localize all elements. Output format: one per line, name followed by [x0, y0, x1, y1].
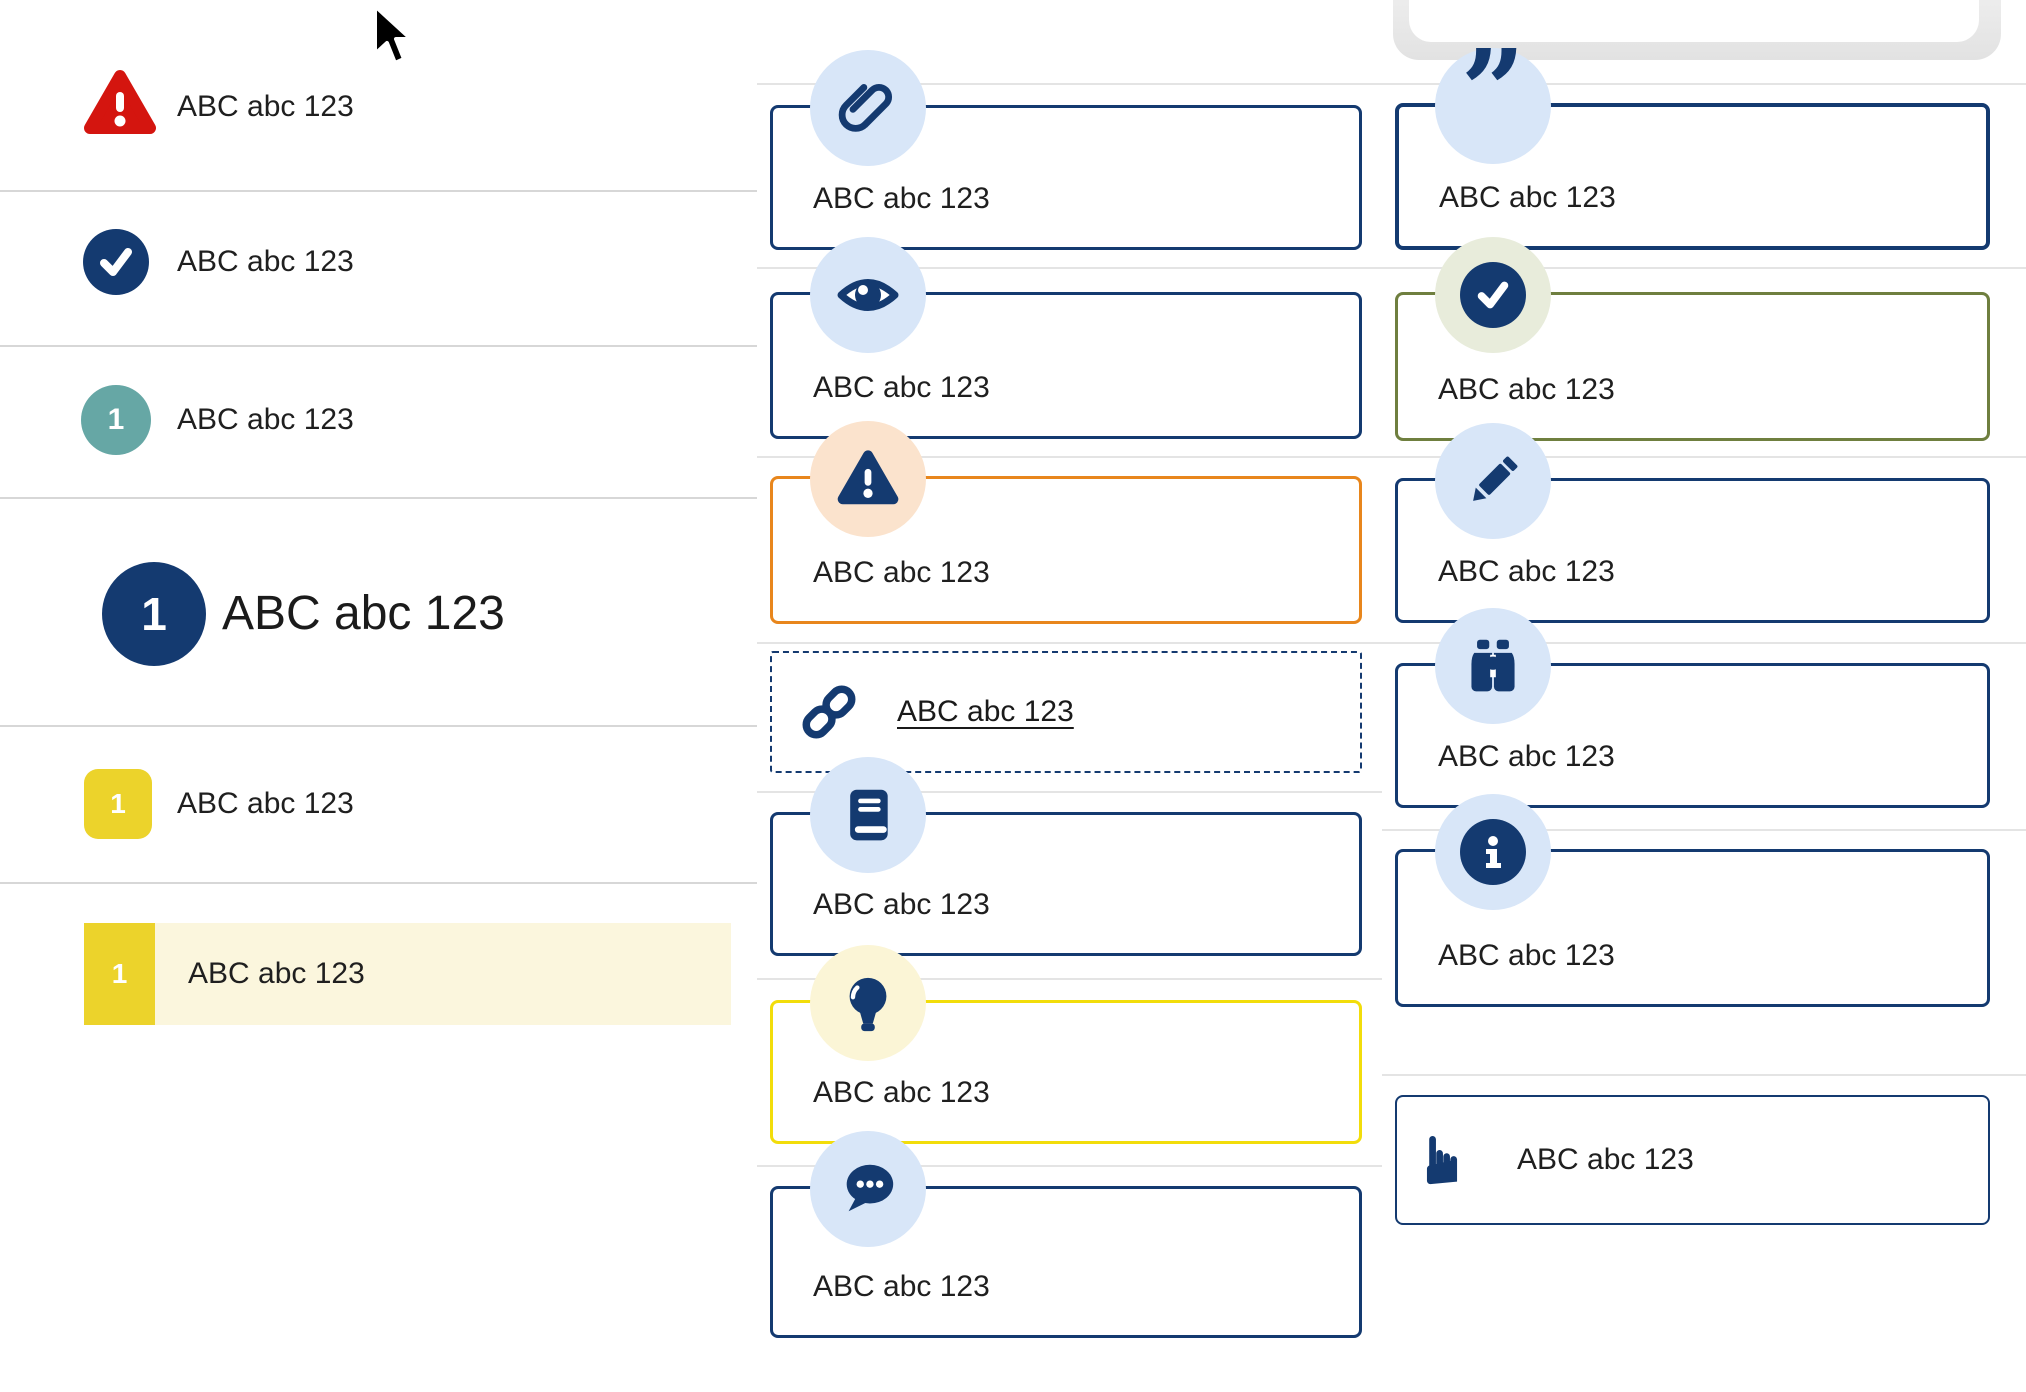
- divider: [757, 267, 2026, 269]
- badge-number: 1: [141, 588, 167, 640]
- divider: [1382, 1074, 2026, 1076]
- yellow-number-badge: 1: [84, 769, 152, 839]
- divider: [757, 978, 1382, 980]
- divider: [757, 791, 1382, 793]
- link-callout[interactable]: ABC abc 123: [770, 651, 1362, 773]
- quote-glyph: ”: [1460, 26, 1526, 157]
- divider: [1382, 829, 2026, 831]
- action-callout: ☛ ABC abc 123: [1395, 1095, 1990, 1225]
- badge-number: 1: [107, 403, 125, 436]
- cursor-pointer-icon: [373, 4, 413, 65]
- callout-label: ABC abc 123: [813, 182, 990, 215]
- callout-label: ABC abc 123: [1517, 1143, 1694, 1176]
- info-icon: [1435, 794, 1551, 910]
- chat-icon: [810, 1131, 926, 1247]
- paperclip-icon: [810, 50, 926, 166]
- warning-triangle-icon: [84, 70, 156, 134]
- list-item-label: ABC abc 123: [177, 90, 354, 123]
- divider: [0, 497, 757, 499]
- callout-label: ABC abc 123: [813, 1270, 990, 1303]
- warning-triangle-icon: [810, 421, 926, 537]
- check-circle-icon: [83, 229, 149, 295]
- binoculars-icon: [1435, 608, 1551, 724]
- divider: [0, 882, 757, 884]
- divider: [0, 345, 757, 347]
- check-circle-icon: [1435, 237, 1551, 353]
- highlighted-list-item: 1 ABC abc 123: [84, 923, 731, 1025]
- eye-icon: [810, 237, 926, 353]
- pencil-icon: [1435, 423, 1551, 539]
- list-item-label: ABC abc 123: [177, 787, 354, 820]
- callout-label: ABC abc 123: [1439, 181, 1616, 214]
- navy-number-badge-large: 1: [102, 562, 206, 666]
- callout-label: ABC abc 123: [813, 371, 990, 404]
- warning-callout: ABC abc 123: [770, 476, 1362, 624]
- callout-label: ABC abc 123: [813, 556, 990, 589]
- divider: [757, 642, 2026, 644]
- callout-label: ABC abc 123: [813, 1076, 990, 1109]
- callout-label: ABC abc 123: [1438, 555, 1615, 588]
- partial-scrolled-card-inner: [1409, 0, 1979, 42]
- list-item-label: ABC abc 123: [222, 587, 505, 640]
- divider: [757, 1165, 1382, 1167]
- divider: [757, 83, 2026, 85]
- callout-label: ABC abc 123: [1438, 373, 1615, 406]
- link-icon: [802, 685, 856, 739]
- lightbulb-icon: [810, 945, 926, 1061]
- callout-link[interactable]: ABC abc 123: [897, 695, 1074, 728]
- quote-icon: ”: [1435, 36, 1551, 164]
- divider: [757, 456, 2026, 458]
- badge-number: 1: [110, 788, 126, 819]
- divider: [0, 190, 757, 192]
- callout-label: ABC abc 123: [1438, 740, 1615, 773]
- divider: [0, 725, 757, 727]
- badge-number: 1: [111, 958, 128, 989]
- hand-pointer-icon: ☛: [1403, 1130, 1481, 1190]
- list-item-label: ABC abc 123: [177, 403, 354, 436]
- list-item-label: ABC abc 123: [177, 245, 354, 278]
- callout-label: ABC abc 123: [1438, 939, 1615, 972]
- attachment-callout: ABC abc 123: [770, 105, 1362, 250]
- yellow-number-badge: 1: [84, 923, 155, 1025]
- callout-label: ABC abc 123: [813, 888, 990, 921]
- teal-number-badge: 1: [81, 385, 151, 455]
- list-item-label: ABC abc 123: [188, 957, 365, 990]
- book-icon: [810, 757, 926, 873]
